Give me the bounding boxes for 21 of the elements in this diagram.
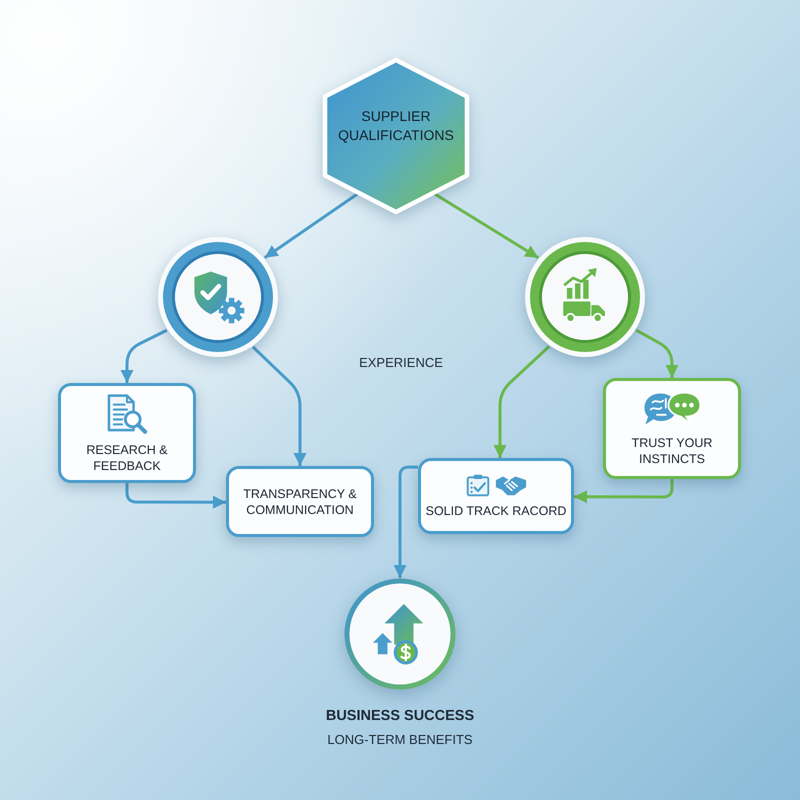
box-label: TRANSPARENCY & COMMUNICATION <box>242 486 358 518</box>
node-label: SUPPLIER QUALIFICATIONS <box>337 107 455 145</box>
process-box <box>58 383 196 483</box>
arrow <box>432 192 540 260</box>
arrow <box>126 483 226 509</box>
arrow <box>574 479 674 504</box>
arrow <box>635 328 678 378</box>
section-label: EXPERIENCE <box>358 354 444 371</box>
arrow <box>494 345 550 458</box>
subtitle-text: LONG-TERM BENEFITS <box>326 731 474 749</box>
box-label: SOLID TRACK RACORD <box>425 503 567 519</box>
process-box <box>603 378 741 479</box>
title-text: BUSINESS SUCCESS <box>324 707 476 726</box>
box-label: RESEARCH & FEEDBACK <box>85 442 169 474</box>
arrow <box>252 346 306 466</box>
arrow <box>264 192 360 260</box>
box-label: TRUST YOUR INSTINCTS <box>630 435 714 467</box>
arrow <box>120 328 168 383</box>
process-box <box>226 466 374 537</box>
process-box <box>418 458 574 534</box>
arrow <box>394 466 418 578</box>
